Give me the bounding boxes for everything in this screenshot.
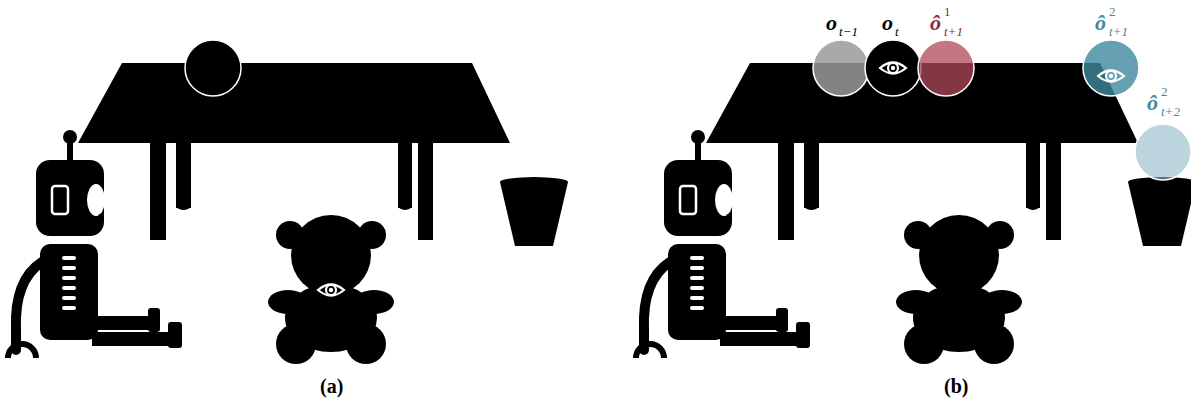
model-superscript: 1 (944, 5, 951, 18)
observation-symbol: o (826, 12, 837, 34)
panel-label: (b) (944, 376, 968, 396)
prediction-symbol: ô (1095, 12, 1106, 34)
model-superscript: 2 (1161, 85, 1168, 98)
time-subscript: t+1 (944, 25, 963, 38)
time-subscript: t+1 (1109, 25, 1128, 38)
panel-label: (a) (320, 376, 343, 396)
observation-symbol: o (882, 12, 893, 34)
prediction-symbol: ô (930, 12, 941, 34)
time-subscript: t−1 (839, 25, 858, 38)
time-subscript: t (895, 25, 899, 38)
time-subscript: t+2 (1161, 105, 1180, 118)
model-superscript: 2 (1109, 5, 1116, 18)
prediction-symbol: ô (1147, 92, 1158, 114)
